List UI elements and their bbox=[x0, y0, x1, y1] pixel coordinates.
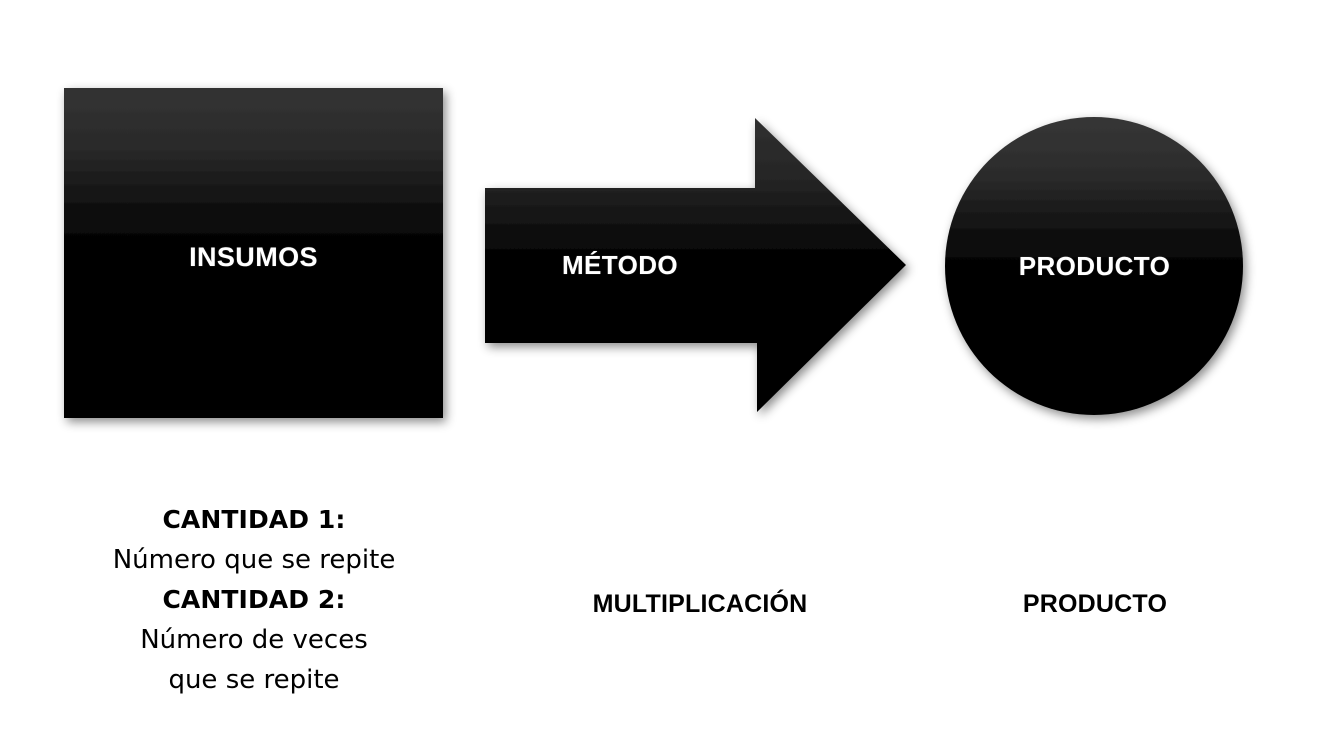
insumos-caption-block: CANTIDAD 1: Número que se repite CANTIDA… bbox=[54, 500, 454, 700]
cantidad-1-description: Número que se repite bbox=[112, 545, 396, 575]
cantidad-2-description-line-1: Número de veces bbox=[140, 625, 368, 655]
cantidad-2-description-line-2: que se repite bbox=[168, 665, 340, 695]
cantidad-2-title: CANTIDAD 2: bbox=[162, 585, 346, 614]
insumos-shape-label: INSUMOS bbox=[189, 242, 318, 272]
metodo-caption-block: MULTIPLICACIÓN bbox=[515, 588, 885, 620]
metodo-shape-label: MÉTODO bbox=[561, 250, 679, 280]
cantidad-1-title: CANTIDAD 1: bbox=[162, 505, 346, 534]
producto-caption: PRODUCTO bbox=[1022, 590, 1168, 618]
multiplicacion-caption: MULTIPLICACIÓN bbox=[592, 590, 808, 618]
producto-shape-label: PRODUCTO bbox=[1018, 251, 1171, 281]
producto-caption-block: PRODUCTO bbox=[950, 588, 1240, 620]
